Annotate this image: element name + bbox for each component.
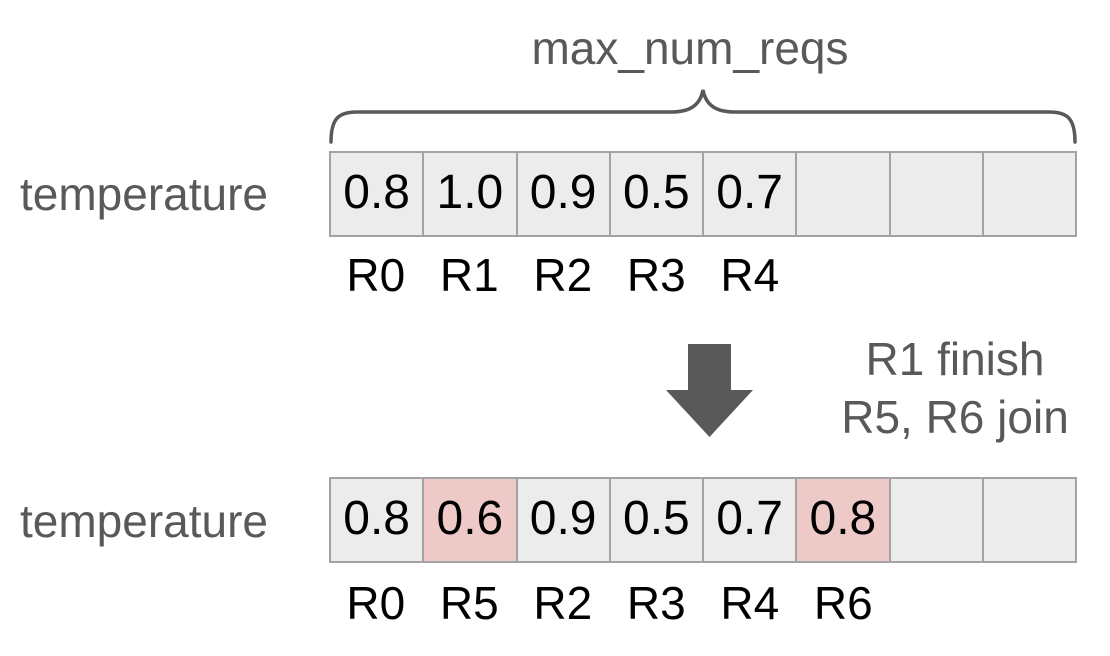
temperature-cell: 0.5 [610, 479, 704, 561]
request-label-empty [984, 250, 1078, 300]
temperature-cell-empty [890, 479, 984, 561]
request-label-empty [890, 250, 984, 300]
brace-icon [329, 89, 1077, 144]
max-num-reqs-label: max_num_reqs [531, 22, 849, 74]
temperature-cell-empty [797, 153, 891, 235]
temperature-label-after: temperature [20, 495, 269, 547]
temperature-cell: 0.7 [704, 479, 798, 561]
request-labels-after: R0 R5 R2 R3 R4 R6 [329, 578, 1077, 628]
temperature-cell-empty [983, 479, 1075, 561]
request-label-empty [797, 250, 891, 300]
request-label: R4 [720, 577, 780, 629]
temperature-cell: 0.8 [331, 479, 425, 561]
down-arrow-icon [666, 344, 753, 437]
temperature-array-after: 0.8 0.6 0.9 0.5 0.7 0.8 [329, 477, 1077, 563]
request-label: R4 [720, 249, 780, 301]
request-label: R3 [626, 249, 686, 301]
request-label: R0 [346, 249, 406, 301]
transition-line2: R5, R6 join [841, 391, 1069, 443]
request-label-empty [984, 578, 1078, 628]
temperature-cell: 1.0 [424, 153, 518, 235]
request-label: R3 [626, 577, 686, 629]
request-labels-before: R0 R1 R2 R3 R4 [329, 250, 1077, 300]
request-label-empty [890, 578, 984, 628]
request-label: R1 [439, 249, 499, 301]
request-label: R5 [439, 577, 499, 629]
temperature-cell: 0.9 [517, 153, 611, 235]
request-label: R2 [533, 249, 593, 301]
temperature-cell: 0.7 [704, 153, 798, 235]
request-label: R0 [346, 577, 406, 629]
temperature-cell: 0.9 [517, 479, 611, 561]
transition-annotation: R1 finish R5, R6 join [810, 330, 1100, 446]
temperature-cell: 0.6 [424, 479, 518, 561]
temperature-label-before: temperature [20, 168, 269, 220]
temperature-cell: 0.8 [331, 153, 425, 235]
transition-line1: R1 finish [865, 333, 1045, 385]
temperature-cell-empty [890, 153, 984, 235]
request-label: R2 [533, 577, 593, 629]
temperature-cell-empty [983, 153, 1075, 235]
temperature-cell: 0.8 [797, 479, 891, 561]
temperature-cell: 0.5 [610, 153, 704, 235]
temperature-array-before: 0.8 1.0 0.9 0.5 0.7 [329, 151, 1077, 237]
request-label: R6 [813, 577, 873, 629]
